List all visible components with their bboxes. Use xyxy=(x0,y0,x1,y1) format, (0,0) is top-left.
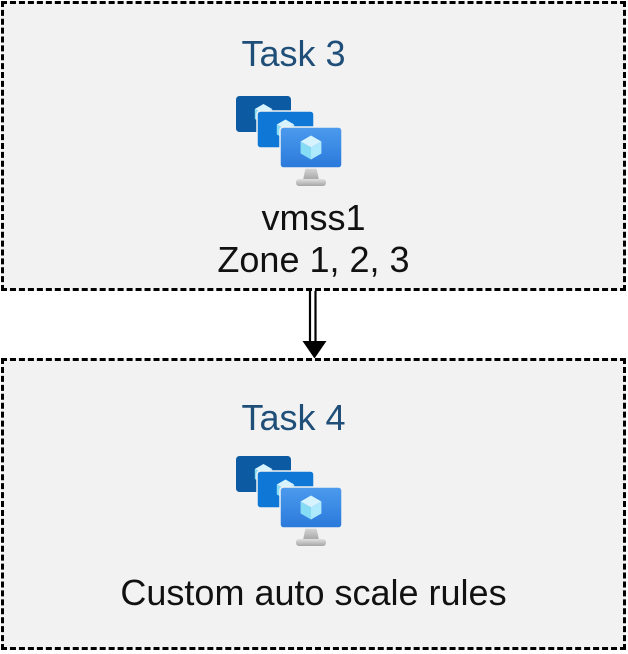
cube-left-face xyxy=(300,141,311,160)
zones-label: Zone 1, 2, 3 xyxy=(217,239,410,280)
monitor-stand-neck xyxy=(302,526,319,540)
arrow-head xyxy=(302,341,327,359)
down-arrow-connector xyxy=(302,291,327,359)
vm-scale-sets-icon xyxy=(235,96,343,186)
task3-box: Task 3 xyxy=(1,1,626,291)
autoscale-rules-label: Custom auto scale rules xyxy=(120,572,507,613)
vm-scale-sets-icon xyxy=(235,456,343,546)
cube-top-face xyxy=(276,479,294,490)
cube-right-face xyxy=(310,141,321,160)
vmss-name-label: vmss1 xyxy=(261,197,366,238)
monitor-stand-base xyxy=(295,179,326,186)
monitor-stand-base xyxy=(295,539,326,546)
monitor-stand-neck xyxy=(302,166,319,180)
cube-left-face xyxy=(300,501,311,520)
task4-title: Task 4 xyxy=(241,397,346,438)
task3-title: Task 3 xyxy=(241,33,346,74)
task4-caption: Custom auto scale rules xyxy=(120,572,506,614)
task4-box: Task 4 xyxy=(1,358,626,650)
task3-caption: vmss1 Zone 1, 2, 3 xyxy=(217,197,409,281)
cube-top-face xyxy=(276,119,294,130)
cube-right-face xyxy=(310,501,321,520)
